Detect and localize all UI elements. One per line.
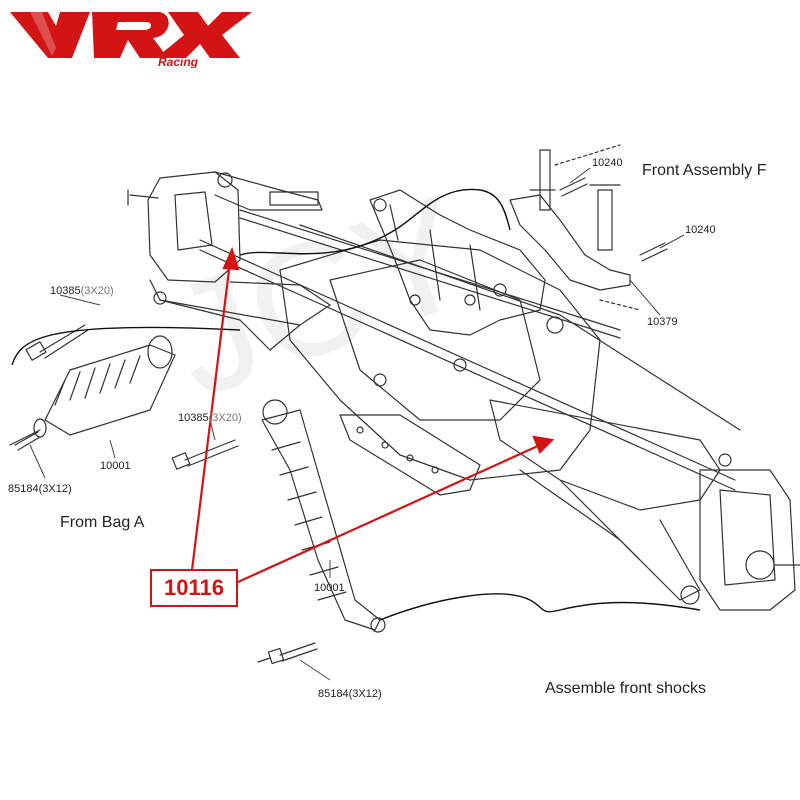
callout-arrowhead-1 bbox=[222, 246, 240, 271]
body-post bbox=[597, 189, 613, 251]
vrx-racing-logo: Racing bbox=[10, 12, 252, 68]
part-label-10379: 10379 bbox=[647, 316, 678, 328]
left-hub bbox=[147, 171, 241, 283]
left-camber-link bbox=[214, 171, 323, 211]
part-label-10385-mid: 10385(3X20) bbox=[178, 412, 242, 424]
part-label-10385-left: 10385(3X20) bbox=[50, 285, 114, 297]
part-label-10240-b: 10240 bbox=[685, 224, 716, 236]
from-bag-label: From Bag A bbox=[60, 514, 145, 531]
front-brace bbox=[339, 414, 481, 496]
watermark-text: JCY bbox=[148, 160, 493, 432]
leader-85184-bottom bbox=[299, 659, 331, 681]
leader-10385-left bbox=[59, 294, 101, 306]
leader-10240-b bbox=[659, 234, 685, 249]
part-label-10240-a: 10240 bbox=[592, 157, 623, 169]
callout-arrow-1 bbox=[190, 261, 232, 571]
callout-arrow-2 bbox=[237, 443, 541, 584]
front-assembly-label: Front Assembly F bbox=[642, 162, 767, 179]
part-label-10001-left: 10001 bbox=[100, 460, 131, 472]
leader-10001-left bbox=[109, 439, 116, 459]
assemble-shocks-label: Assemble front shocks bbox=[545, 680, 706, 697]
bulkhead bbox=[279, 239, 601, 481]
left-lower-arm bbox=[149, 279, 331, 326]
leader-85184-left bbox=[29, 444, 46, 479]
callout-part-box: 10116 bbox=[150, 569, 238, 607]
leader-10379 bbox=[629, 279, 661, 316]
left-shock bbox=[9, 335, 176, 446]
right-lower-arm bbox=[489, 399, 721, 511]
routing-line-left bbox=[11, 326, 241, 366]
routing-line-top bbox=[239, 188, 511, 256]
callout-arrowhead-2 bbox=[532, 435, 555, 454]
center-shock bbox=[261, 399, 386, 633]
logo-tagline: Racing bbox=[158, 55, 199, 68]
leader-10240-a bbox=[569, 167, 591, 184]
routing-line-bottom bbox=[379, 593, 701, 621]
steering-rod-1 bbox=[199, 239, 736, 481]
left-screw bbox=[39, 324, 89, 359]
part-label-85184-bottom: 85184(3X12) bbox=[318, 688, 382, 700]
part-label-85184-left: 85184(3X12) bbox=[8, 483, 72, 495]
right-hub bbox=[699, 469, 796, 611]
part-label-10001-mid: 10001 bbox=[314, 582, 345, 594]
